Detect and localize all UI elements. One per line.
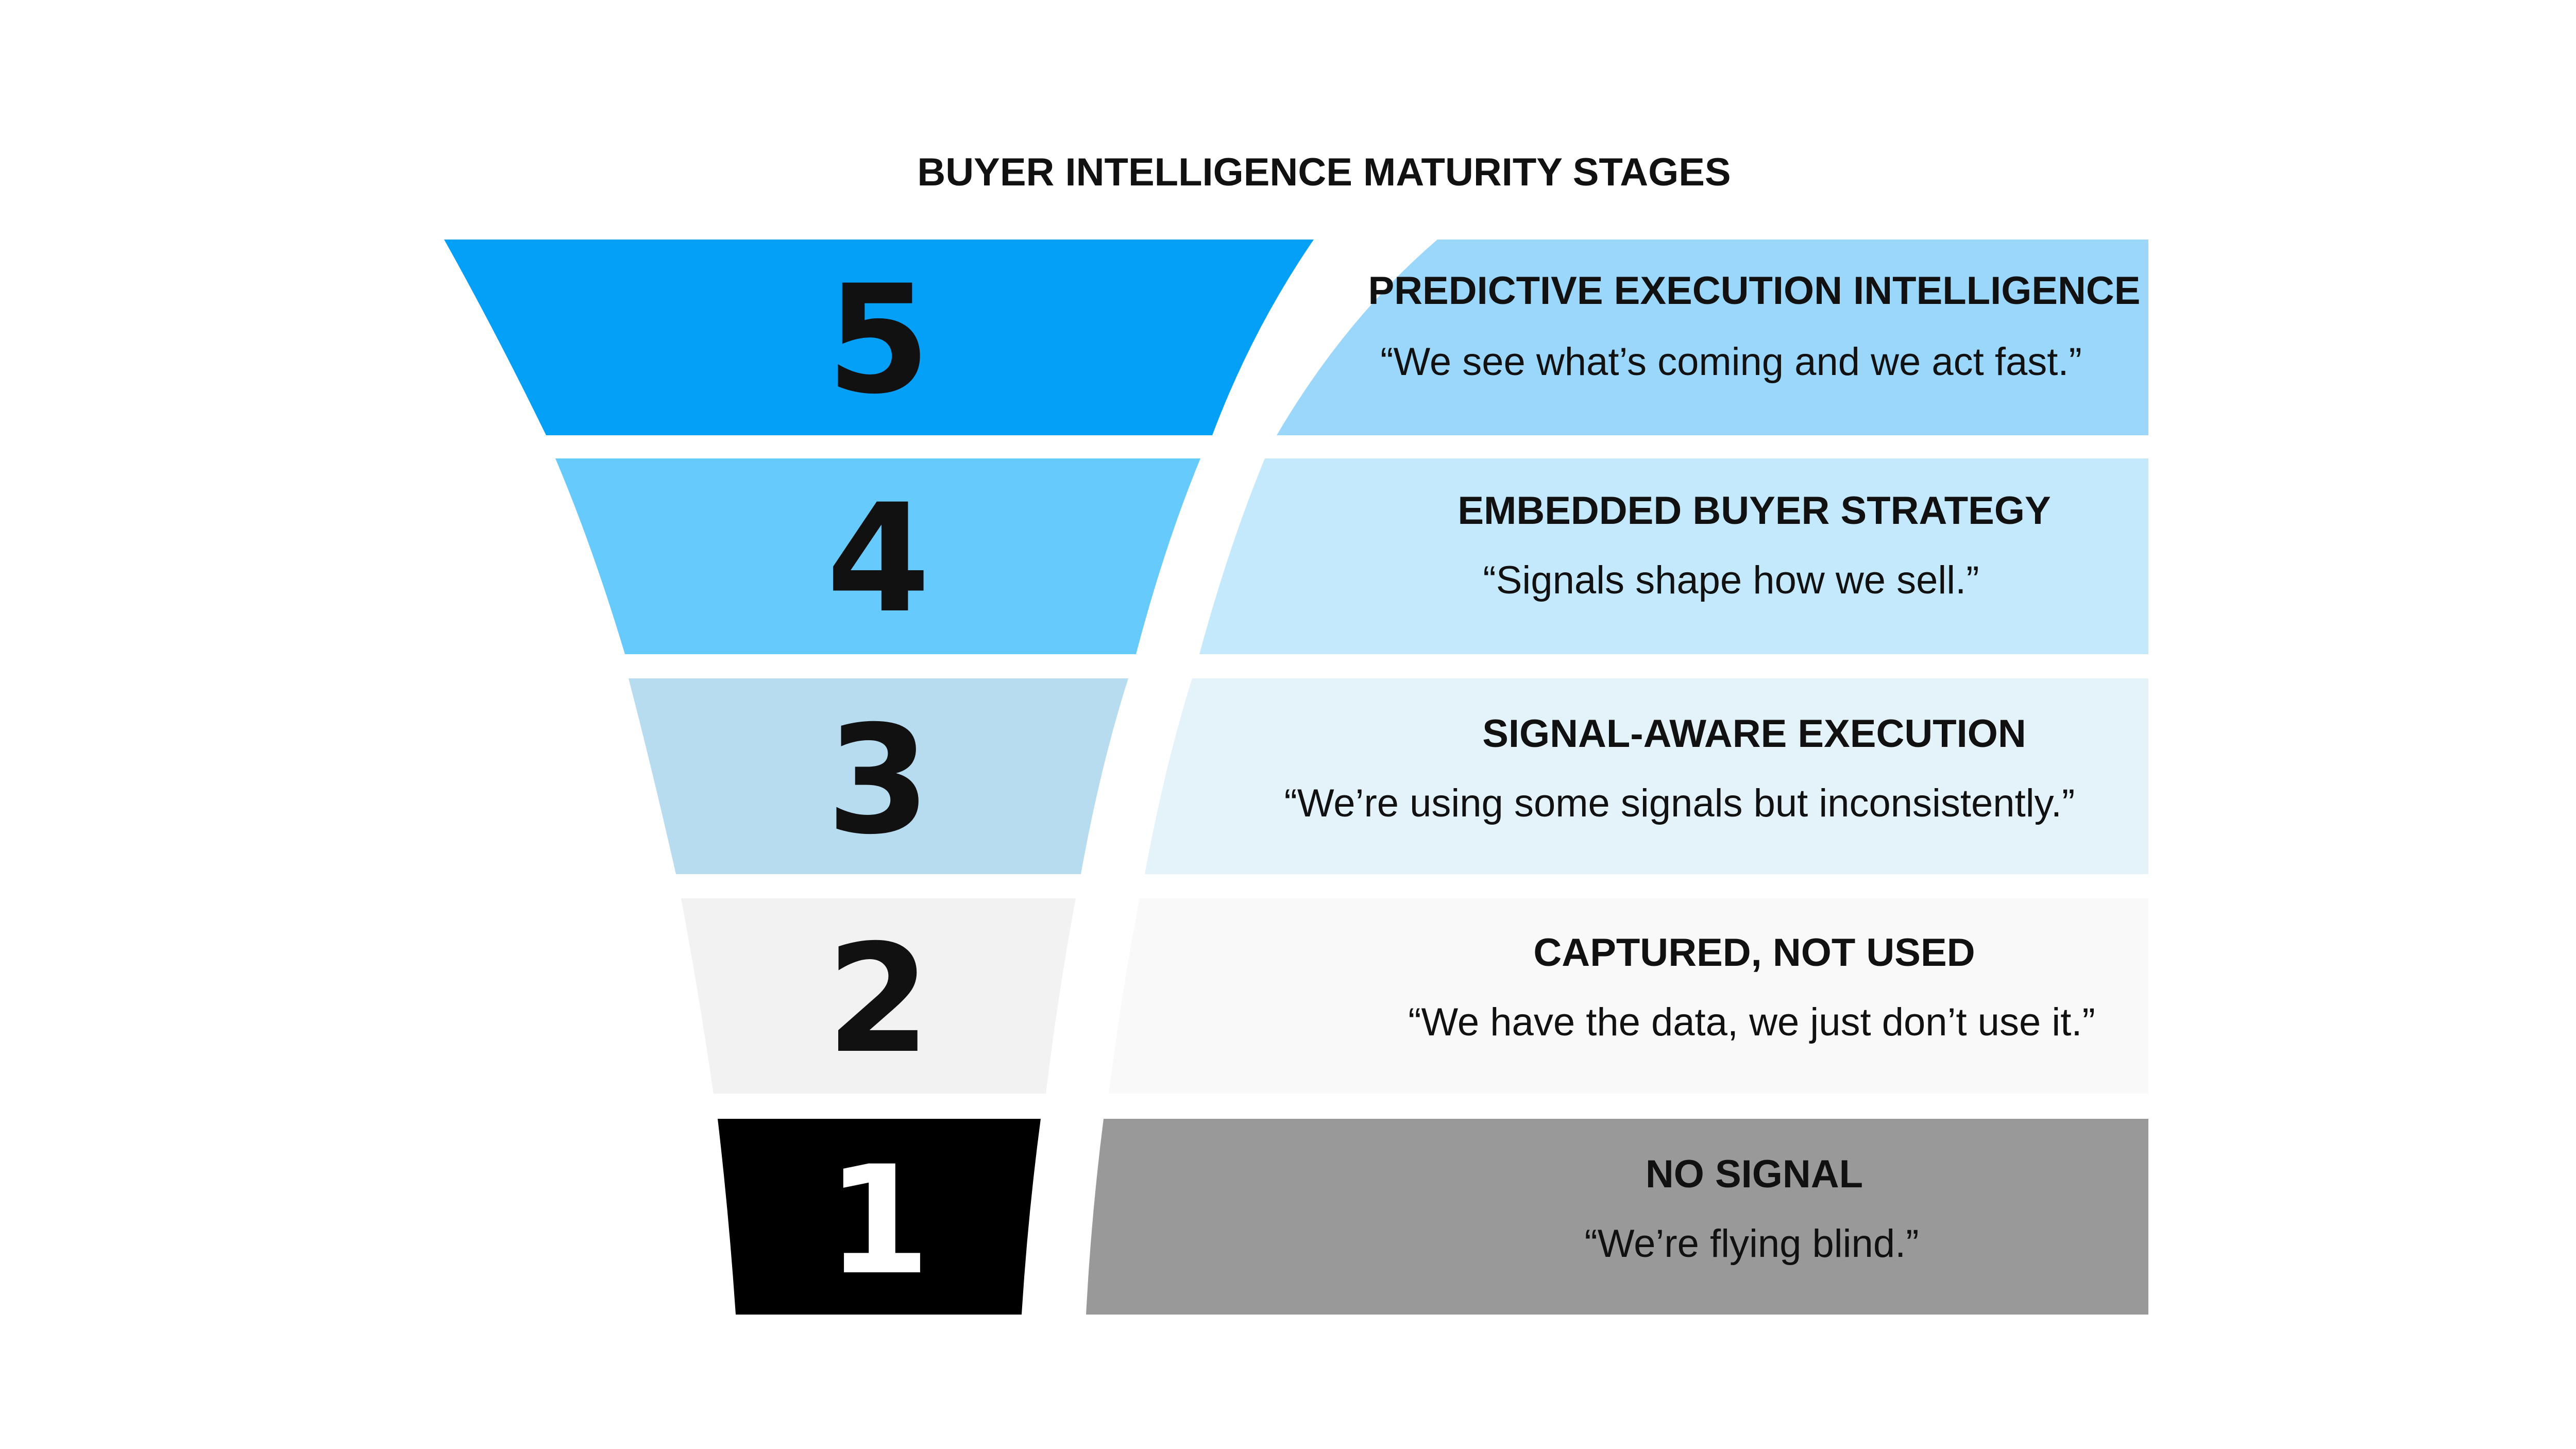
stage-2: 2 CAPTURED, NOT USED “We have the data, … (681, 898, 2148, 1094)
stage-number-1: 1 (826, 1134, 930, 1308)
stage-heading-3: SIGNAL-AWARE EXECUTION (1482, 712, 2026, 756)
stage-heading-1: NO SIGNAL (1646, 1152, 1863, 1196)
stage-3: 3 SIGNAL-AWARE EXECUTION “We’re using so… (629, 678, 2148, 874)
stage-quote-5: “We see what’s coming and we act fast.” (1380, 340, 2082, 384)
stage-quote-3: “We’re using some signals but inconsiste… (1284, 781, 2075, 825)
stage-heading-2: CAPTURED, NOT USED (1533, 931, 1975, 975)
stage-1: 1 NO SIGNAL “We’re flying blind.” (718, 1119, 2148, 1315)
stage-number-5: 5 (826, 253, 930, 427)
stage-quote-2: “We have the data, we just don’t use it.… (1408, 1000, 2095, 1044)
stage-4: 4 EMBEDDED BUYER STRATEGY “Signals shape… (555, 458, 2148, 654)
stage-heading-5: PREDICTIVE EXECUTION INTELLIGENCE (1368, 269, 2140, 313)
stage-quote-1: “We’re flying blind.” (1584, 1222, 1919, 1266)
funnel-segment-3 (629, 678, 1128, 874)
diagram-title: BUYER INTELLIGENCE MATURITY STAGES (917, 150, 1731, 194)
stage-panel-1 (1086, 1119, 2148, 1315)
stage-panel-3 (1145, 678, 2148, 874)
stage-5: 5 PREDICTIVE EXECUTION INTELLIGENCE “We … (444, 240, 2148, 435)
funnel-segment-1 (718, 1119, 1041, 1315)
funnel-segment-4 (555, 458, 1200, 654)
stage-quote-4: “Signals shape how we sell.” (1483, 558, 1979, 602)
stage-number-2: 2 (826, 913, 930, 1086)
stage-number-3: 3 (826, 694, 930, 867)
stage-number-4: 4 (826, 472, 930, 646)
stage-heading-4: EMBEDDED BUYER STRATEGY (1458, 489, 2050, 533)
stage-panel-5 (1277, 240, 2148, 435)
stage-panel-4 (1199, 458, 2148, 654)
funnel-segment-2 (681, 898, 1076, 1094)
stage-panel-2 (1109, 898, 2148, 1094)
funnel-segment-5 (444, 240, 1314, 435)
